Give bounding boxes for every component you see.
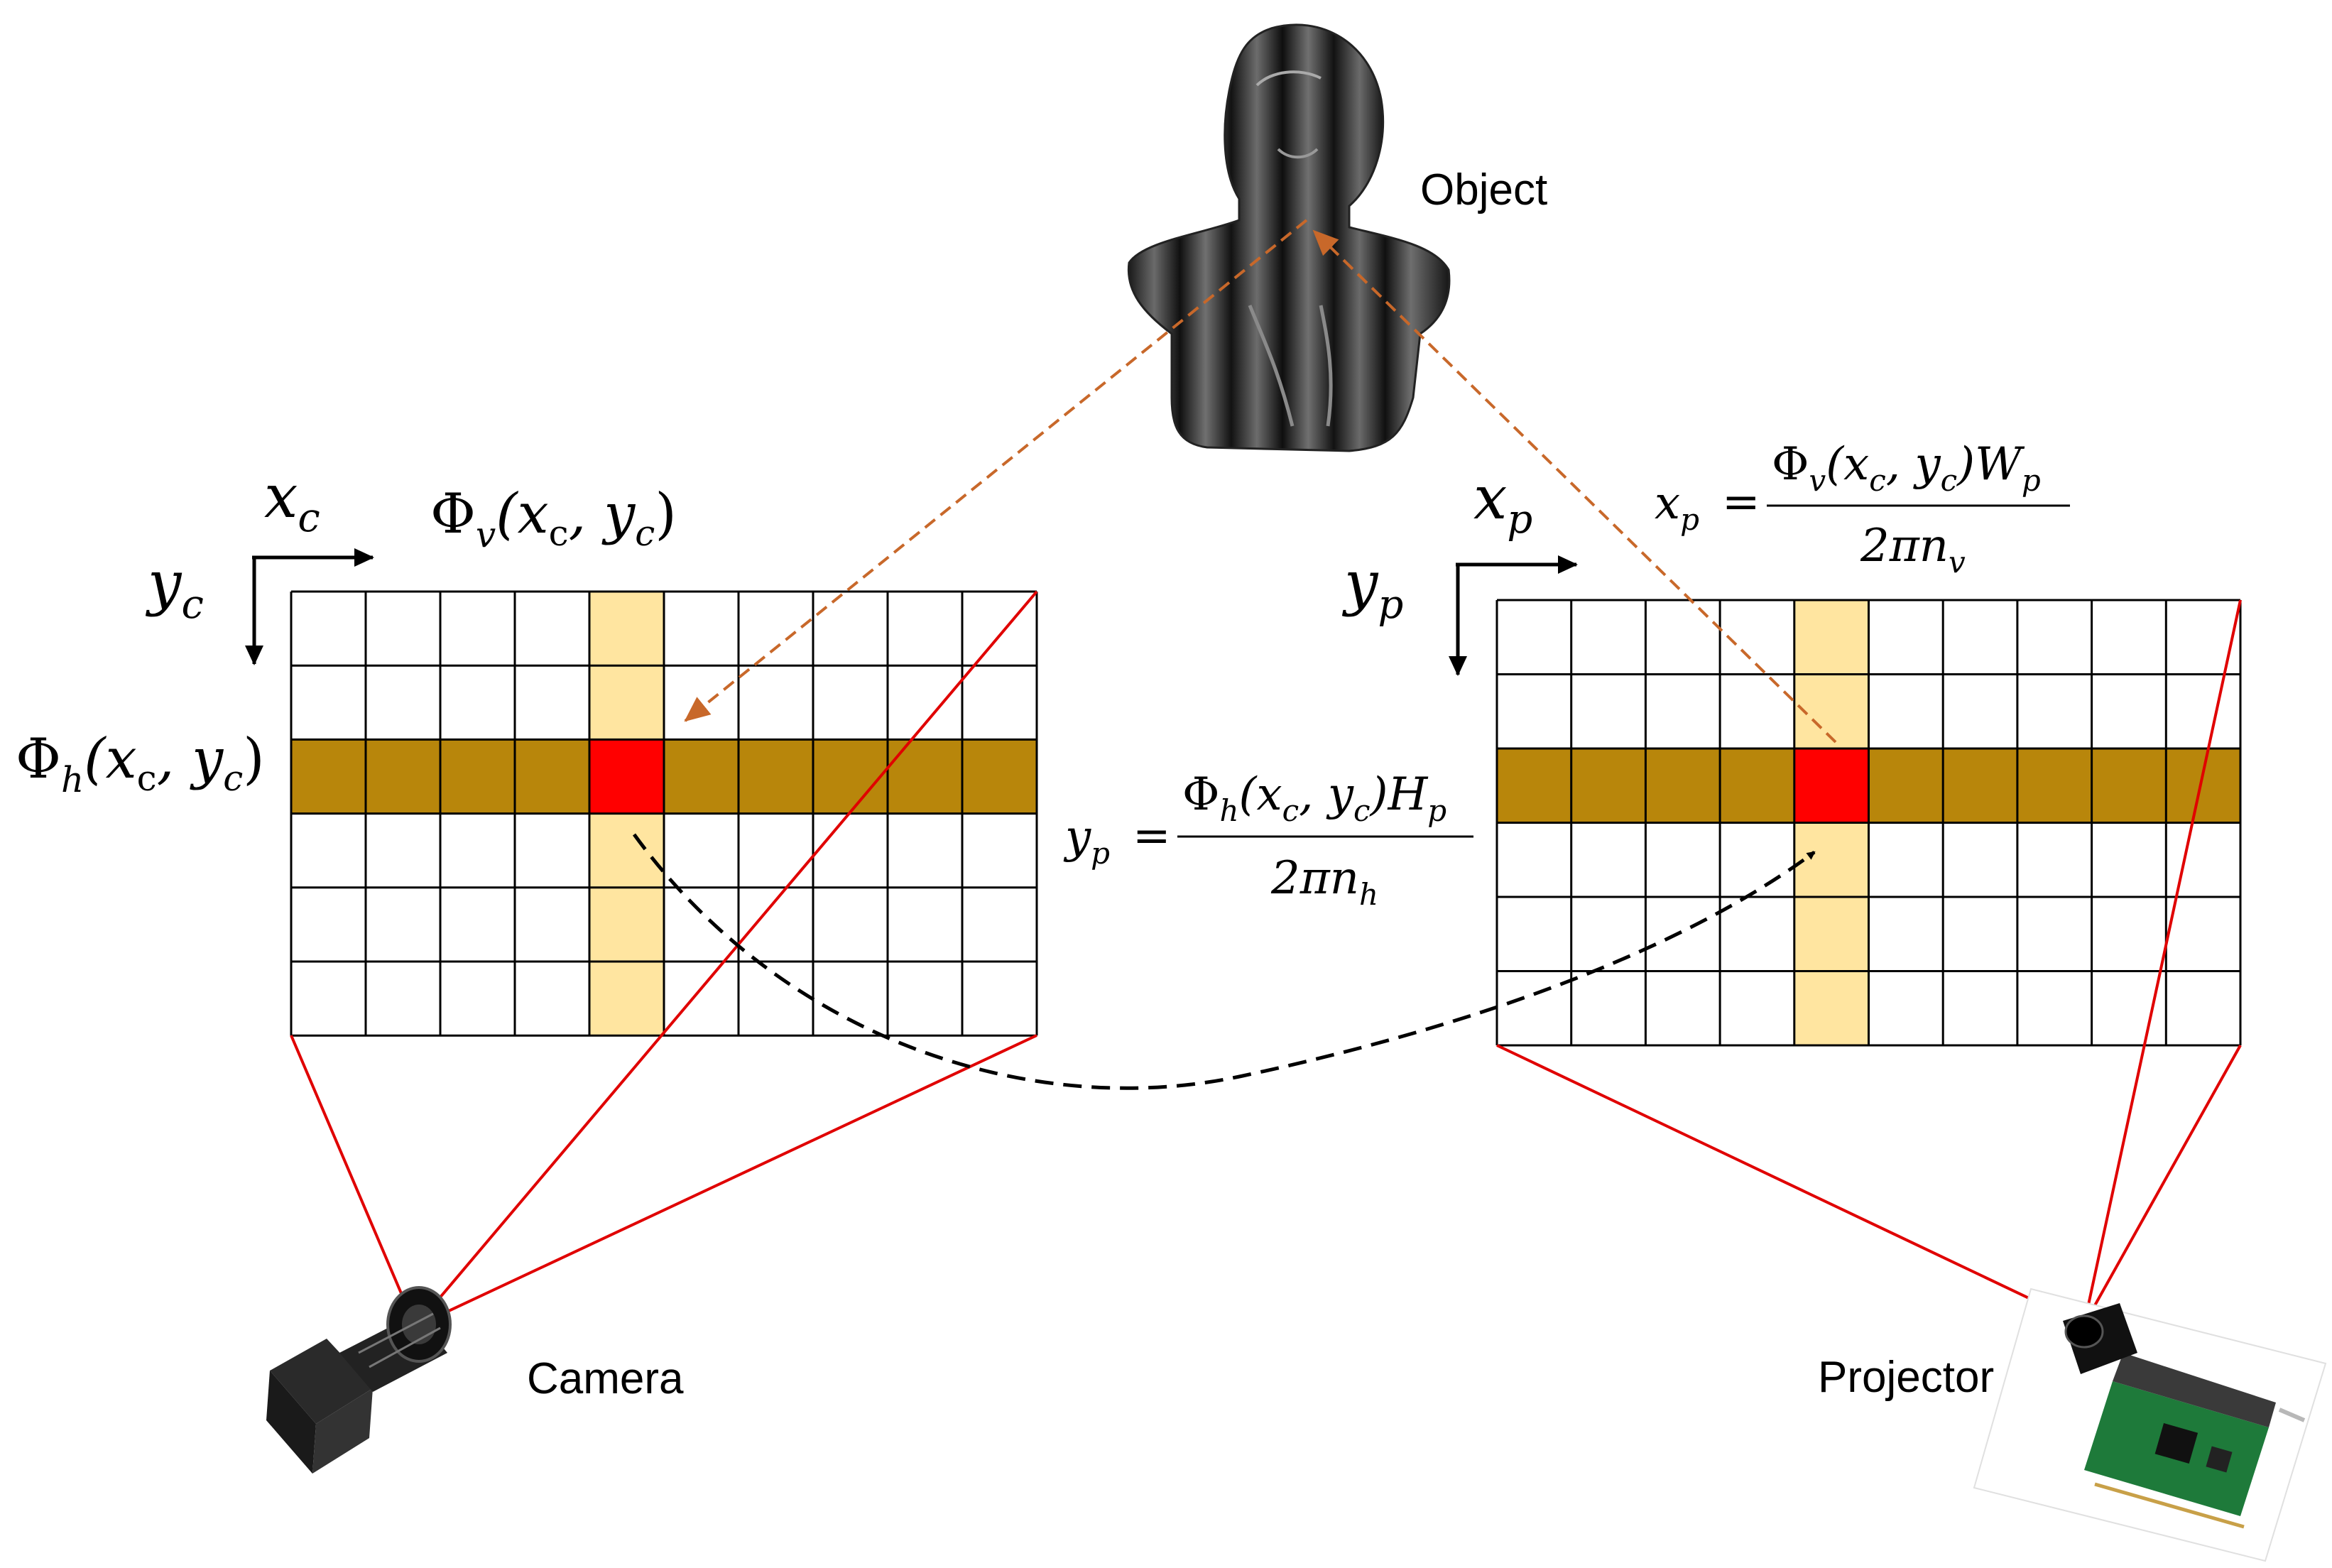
camera-x-axis-label: xc <box>264 462 320 541</box>
projector-matched-pixel <box>1794 748 1869 823</box>
camera-axes: xc yc <box>145 462 374 665</box>
formula-yp-denominator: 2πnh <box>1270 852 1378 912</box>
formula-yp-lhs: yp <box>1063 811 1110 871</box>
camera-image-grid <box>290 590 1038 1037</box>
camera-matched-pixel <box>589 739 664 814</box>
formula-xp-lhs: xp <box>1655 477 1699 537</box>
camera-icon <box>266 1286 452 1474</box>
bust-object-icon <box>1127 23 1451 452</box>
camera-phase-v-label: Φv(xc, yc) <box>430 482 677 555</box>
projector-y-axis-label: yp <box>1341 548 1403 628</box>
projector-frustum-rays <box>1496 599 2242 1326</box>
camera-y-axis-label: yc <box>145 548 204 628</box>
formula-xp-equals: = <box>1722 476 1760 528</box>
formula-xp: xp = Φv(xc, yc)Wp 2πnv <box>1655 438 2070 579</box>
projector-x-axis-label: xp <box>1473 463 1532 543</box>
object-label: Object <box>1420 165 1547 214</box>
formula-xp-numerator: Φv(xc, yc)Wp <box>1772 438 2041 498</box>
formula-yp-equals: = <box>1133 810 1171 862</box>
formula-xp-denominator: 2πnv <box>1860 520 1966 579</box>
formula-yp-numerator: Φh(xc, yc)Hp <box>1182 768 1446 828</box>
camera-frustum-rays <box>290 590 1038 1328</box>
camera-phase-h-label: Φh(xc, yc) <box>16 727 265 800</box>
projector-axes: xp yp <box>1341 463 1578 676</box>
projection-arrows <box>684 219 1837 744</box>
projector-label: Projector <box>1818 1353 1994 1402</box>
projector-board-icon <box>1973 1287 2327 1562</box>
projector-image-grid <box>1495 599 2242 1047</box>
formula-yp: yp = Φh(xc, yc)Hp 2πnh <box>1063 768 1473 912</box>
camera-label: Camera <box>527 1354 684 1403</box>
